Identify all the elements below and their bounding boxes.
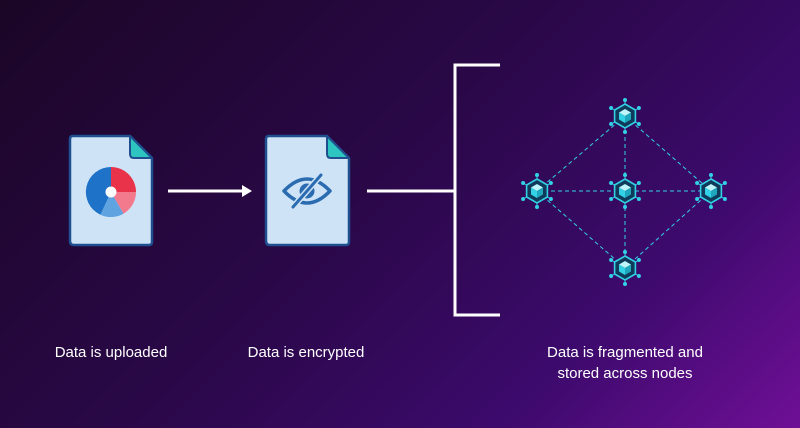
step-label-encrypted: Data is encrypted — [247, 344, 365, 361]
cube-node-icon — [694, 172, 728, 210]
encrypted-document-icon — [264, 134, 351, 247]
eye-off-icon — [282, 172, 332, 210]
cube-node-icon — [608, 97, 642, 135]
pie-chart-icon — [85, 166, 137, 218]
step-label-uploaded: Data is uploaded — [54, 344, 168, 361]
node-network — [520, 97, 728, 287]
step-label-fragmented: Data is fragmented and stored across nod… — [547, 344, 703, 382]
uploaded-document-icon — [68, 134, 154, 247]
arrow-connector — [168, 185, 252, 197]
cube-node-icon — [608, 249, 642, 287]
bracket-connector — [367, 63, 500, 317]
cube-node-icon — [520, 172, 554, 210]
cube-node-icon — [608, 172, 642, 210]
